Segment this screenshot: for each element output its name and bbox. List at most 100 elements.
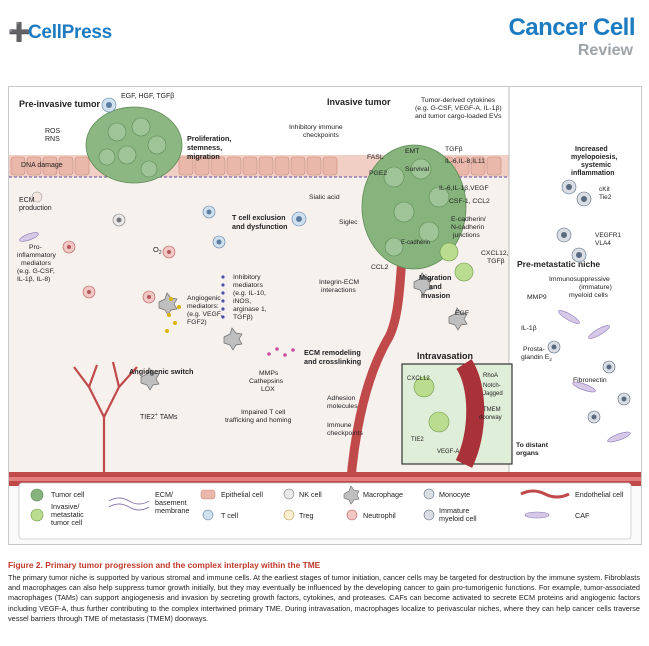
stemness-label: stemness, [187, 143, 222, 152]
legend-treg-label: Treg [299, 511, 314, 520]
legend-macrophage-label: Macrophage [363, 490, 403, 499]
legend-ecm-label: ECM/ [155, 490, 173, 499]
intravasation-title: Intravasation [417, 351, 473, 361]
inset-vessel [455, 359, 485, 468]
legend-caf-icon [524, 511, 550, 519]
migration-label: Migration [419, 273, 451, 282]
pro-inflammatory-label5: IL-1β, IL-8) [17, 276, 50, 283]
fibronectin-label: Fibronectin [573, 377, 607, 384]
survival-label: Survival [405, 166, 430, 173]
inhibitory-mediators-label: Inhibitory [233, 274, 261, 281]
journal-title: Cancer Cell [508, 14, 635, 41]
metastatic-niche-region [509, 87, 641, 477]
invasive-tumor-title: Invasive tumor [327, 97, 391, 107]
egf-hgf-label: EGF, HGF, TGFβ [121, 93, 174, 100]
cxcl12-label: CXCL12, [481, 250, 509, 257]
egf-label: EGF [455, 310, 469, 317]
legend-invasive-icon [30, 508, 44, 522]
legend-neutrophil-label: Neutrophil [363, 511, 396, 520]
rns-label: RNS [45, 136, 60, 143]
page-header: ➕CellPress Cancer Cell Review [0, 0, 649, 70]
prostaglandin-label: Prosta- [523, 346, 545, 353]
organs-label: organs [516, 450, 539, 457]
impaired-t-label2: trafficking and homing [225, 417, 292, 424]
notch-label: Notch- [483, 383, 501, 389]
legend-macrophage-icon [343, 485, 360, 505]
angiogenic-label4: FGF2) [187, 319, 207, 326]
integrin-label: Integrin-ECM [319, 279, 359, 286]
myeloid-cells-label: myeloid cells [569, 292, 609, 299]
legend-nk-label: NK cell [299, 490, 322, 499]
ckit-label: cKit [599, 186, 610, 193]
legend-invasive-label3: tumor cell [51, 518, 83, 527]
figure-caption: Figure 2. Primary tumor progression and … [8, 560, 640, 624]
legend-ecm-icon [108, 497, 150, 505]
ecadherin-label: E-cadherin/ [451, 216, 486, 223]
angiogenic-label2: mediators: [187, 303, 219, 310]
csf1-label: CSF-1, CCL2 [449, 198, 490, 205]
tie2-tams-label: TIE2+TAMs [140, 412, 178, 421]
tie2-label: Tie2 [599, 194, 612, 201]
tmem-label: TMEM [483, 407, 501, 413]
myelopoiesis-label: myelopoiesis, [571, 154, 617, 161]
vegfa-label: VEGF-A [437, 449, 459, 455]
invasive-tumor-mass [361, 144, 474, 282]
il6-il1b-label: IL-6,IL-1β,VEGF [439, 185, 489, 192]
angiogenic-label3: (e.g. VEGF, [187, 311, 222, 318]
ecm-dots [267, 347, 295, 357]
t-cell-exclusion-label: T cell exclusion [232, 213, 286, 222]
pro-inflammatory-label4: (e.g. G-CSF, [17, 268, 55, 275]
figure-panel: Pre-invasive tumor EGF, HGF, TGFβ ROS RN… [8, 86, 642, 545]
secreted-factors [165, 297, 181, 333]
impaired-t-label: Impaired T cell [241, 409, 286, 416]
increased-label: Increased [575, 146, 608, 153]
sialic-label: Sialic acid [309, 194, 340, 201]
legend-epithelial-label: Epithelial cell [221, 490, 263, 499]
jagged-label: Jagged [483, 391, 503, 397]
mmps-label: MMPs [259, 370, 279, 377]
legend-immature-label: Immature [439, 506, 469, 515]
integrin-label2: interactions [321, 287, 356, 294]
legend-tumor-icon [30, 488, 44, 502]
inhibitory-immune-label2: checkpoints [303, 132, 339, 139]
ecadherin-tag: E-cadherin [401, 240, 430, 246]
angiogenic-vessel-tree [73, 361, 138, 472]
inflammation-label: inflammation [571, 170, 615, 177]
legend-monocyte-label: Monocyte [439, 490, 470, 499]
migration-and-label: and [429, 282, 442, 291]
cellpress-logo[interactable]: ➕CellPress [8, 22, 112, 44]
brand-name: CellPress [28, 22, 112, 43]
ecm-crosslinking-label: and crosslinking [304, 357, 361, 366]
legend-invasive-label: Invasive/ [51, 502, 79, 511]
immune-checkpoints-label: Immune [327, 422, 352, 429]
immune-checkpoints-label2: checkpoints [327, 430, 363, 437]
pre-invasive-tumor-mass [85, 106, 183, 184]
tgfb-label: TGFβ [445, 146, 463, 153]
tumor-derived-label2: (e.g. G-CSF, VEGF-A, IL-1β) [415, 105, 502, 112]
invasion-label: invasion [421, 291, 450, 300]
il1b-label: IL-1β [521, 325, 537, 332]
legend-tcell-icon [202, 509, 214, 521]
legend-endothelial-label: Endothelial cell [575, 490, 624, 499]
legend-box [18, 482, 632, 540]
inhibitory-mediators-label6: TGFβ) [233, 314, 253, 321]
cellpress-icon: ➕ [8, 22, 31, 42]
migration-top-label: migration [187, 152, 220, 161]
legend-endothelial-icon [520, 489, 570, 499]
inset-tumor-cell [428, 411, 450, 433]
caption-body: The primary tumor niche is supported by … [8, 573, 640, 623]
ccl2-label: CCL2 [371, 264, 389, 271]
caption-title: Figure 2. Primary tumor progression and … [8, 560, 321, 570]
immunosuppressive-label: Immunosuppressive [549, 276, 610, 283]
emt-label: EMT [405, 148, 419, 155]
junctions-label: junctions [452, 232, 480, 239]
inset-tumor-cell [413, 376, 435, 398]
figure-illustration: Pre-invasive tumor EGF, HGF, TGFβ ROS RN… [9, 87, 641, 540]
inset-cxcl12-label: CXCL12 [407, 376, 430, 382]
adhesion-label2: molecules [327, 403, 358, 410]
prostaglandin-label2: glandin E2 [521, 354, 552, 362]
angiogenic-switch-label: Angiogenic switch [129, 367, 193, 376]
pro-inflammatory-label3: mediators [21, 260, 51, 267]
article-type: Review [577, 42, 633, 59]
tumor-derived-label3: and tumor cargo-loaded EVs [415, 113, 502, 120]
